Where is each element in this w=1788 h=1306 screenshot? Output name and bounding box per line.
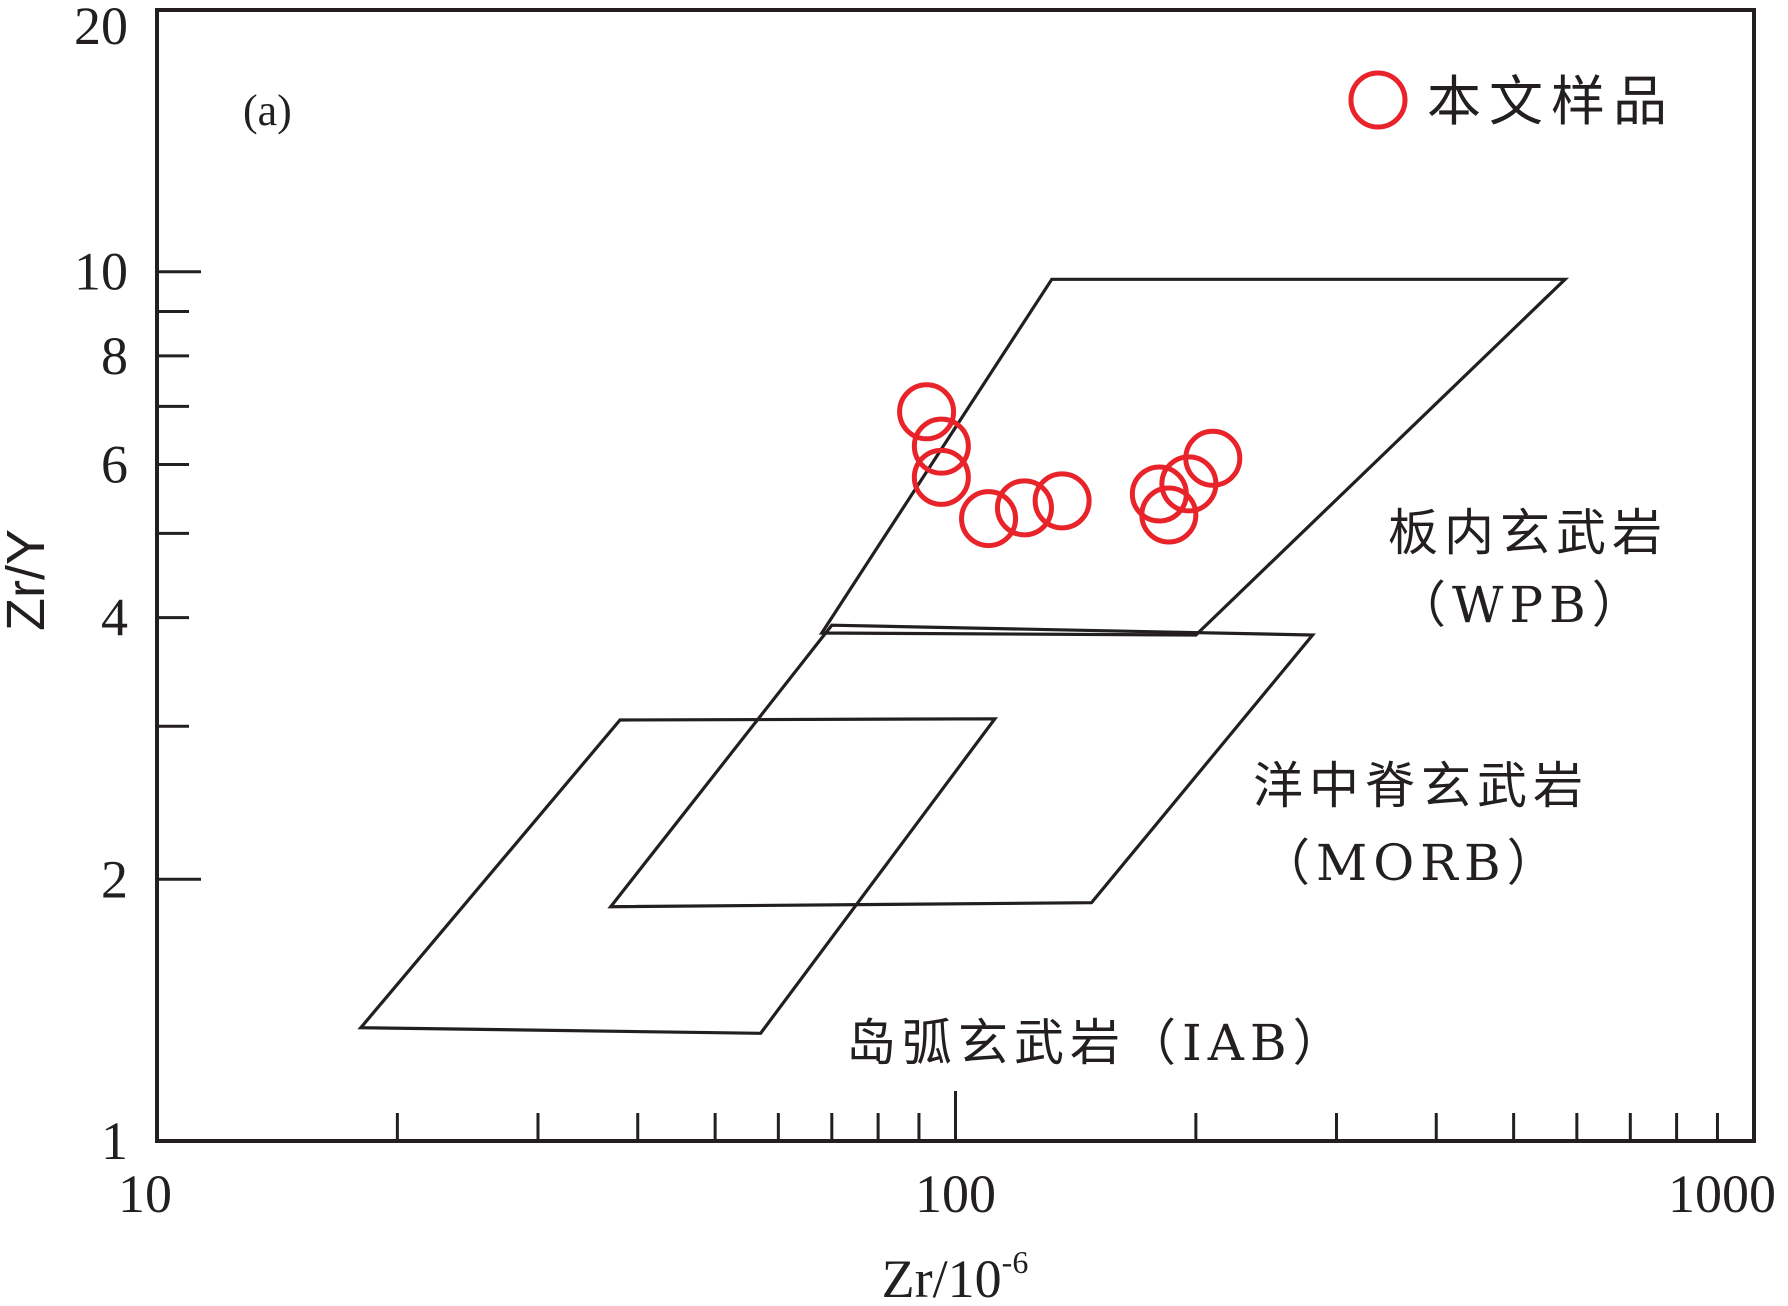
legend-label: 本文样品 (1427, 70, 1675, 133)
sample-point (959, 489, 1019, 549)
legend-marker (1348, 70, 1408, 130)
field-label-morb: 洋中脊玄武岩 (1253, 757, 1589, 815)
sample-point (1183, 428, 1243, 488)
field-code-wpb: （WPB） (1396, 576, 1648, 634)
y-tick-labels: 1 2 4 6 8 10 20 (74, 0, 128, 1171)
field-polygon-wpb (818, 277, 1570, 637)
sample-point (911, 447, 971, 507)
field-polygon-iab (357, 717, 998, 1035)
y-tick-label: 1 (101, 1111, 128, 1171)
y-tick-label: 10 (74, 242, 128, 302)
sample-points (897, 382, 1243, 549)
x-axis-label-base: Zr/10 (882, 1249, 1002, 1301)
sample-point (1032, 471, 1092, 531)
sample-point (897, 382, 957, 442)
y-tick-label: 8 (101, 326, 128, 386)
sample-point (1139, 485, 1199, 545)
x-tick-labels: 10 100 1000 (118, 1164, 1776, 1224)
field-code-morb: （MORB） (1260, 834, 1563, 892)
y-axis-label: Zr/Y (0, 529, 56, 631)
x-tick-label: 100 (915, 1164, 996, 1224)
x-axis-label-exp: -6 (1002, 1244, 1029, 1280)
field-polygon-morb (607, 623, 1316, 909)
field-label-wpb: 板内玄武岩 (1388, 504, 1668, 562)
y-tick-label: 4 (101, 588, 128, 648)
y-tick-label: 20 (74, 0, 128, 56)
y-tick-label: 2 (101, 849, 128, 909)
panel-label: (a) (243, 86, 292, 135)
x-axis-label: Zr/10-6 (882, 1244, 1029, 1301)
x-tick-label: 10 (118, 1164, 172, 1224)
sample-point (994, 478, 1054, 538)
sample-point (911, 416, 971, 476)
classification-fields (357, 277, 1570, 1035)
y-tick-label: 6 (101, 435, 128, 495)
legend: 本文样品 (1348, 70, 1675, 133)
plot-frame (155, 8, 1756, 1143)
x-tick-label: 1000 (1668, 1164, 1776, 1224)
field-label-iab: 岛弧玄武岩（IAB） (846, 1014, 1349, 1072)
